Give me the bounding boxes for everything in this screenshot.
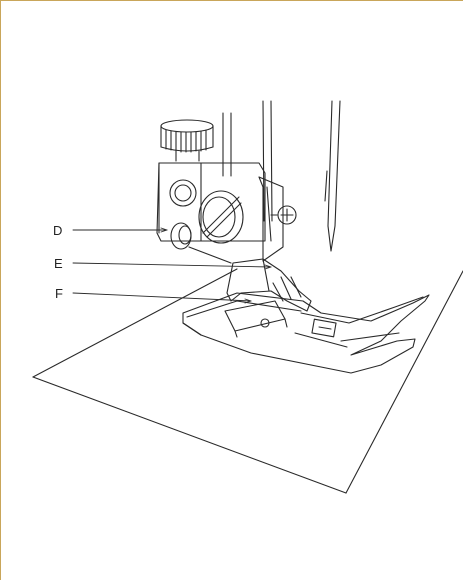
callout-label-e: E bbox=[54, 256, 63, 271]
callout-lines bbox=[72, 227, 272, 304]
callout-line-e bbox=[72, 262, 272, 268]
lever-d bbox=[170, 222, 232, 264]
thumb-screw bbox=[160, 119, 214, 162]
presser-bar-clamp bbox=[156, 162, 266, 244]
shank-bracket bbox=[258, 176, 297, 262]
presser-foot-sole bbox=[182, 292, 430, 374]
callout-labels: D E F bbox=[53, 223, 63, 301]
needle bbox=[222, 100, 341, 252]
fabric-sheet bbox=[32, 268, 463, 494]
callout-label-d: D bbox=[53, 223, 62, 238]
callout-line-f bbox=[72, 292, 252, 302]
callout-label-f: F bbox=[55, 286, 63, 301]
